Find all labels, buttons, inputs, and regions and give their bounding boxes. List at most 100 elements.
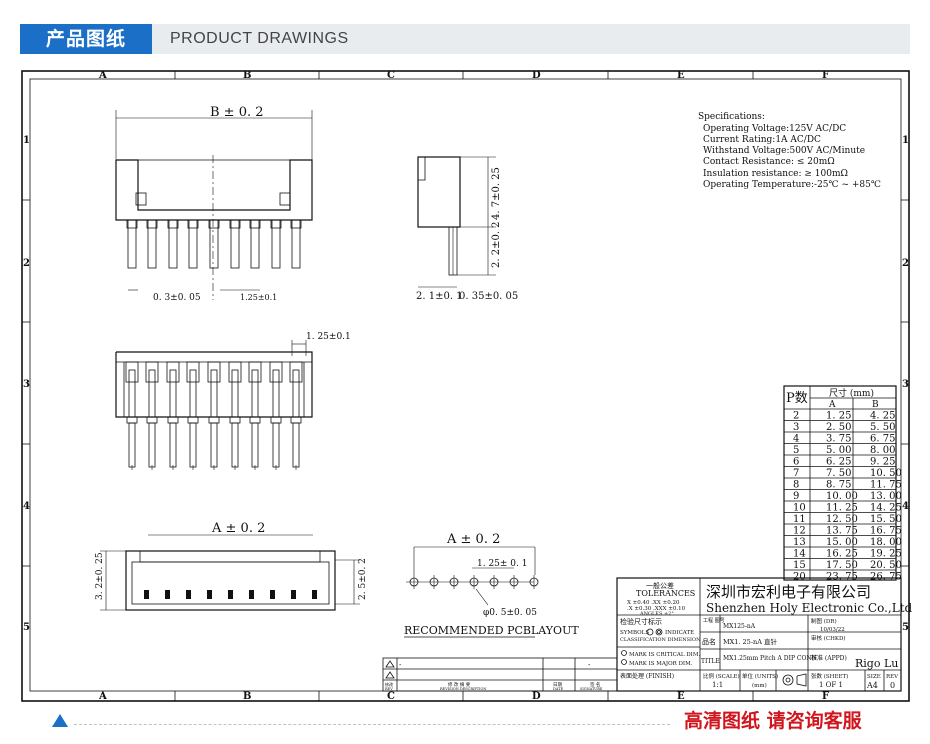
footer-cta[interactable]: 高清图纸 请咨询客服 [684, 710, 862, 732]
spec-line: Withstand Voltage:500V AC/Minute [703, 146, 865, 156]
frame-outer [21, 70, 910, 702]
table-cell: 19. 25 [870, 549, 902, 560]
frame-col-label: A [98, 691, 107, 702]
spec-title: Specifications: [698, 112, 765, 122]
rev-value: 0 [890, 681, 895, 690]
front-pins [125, 361, 303, 470]
date-en: DATE [553, 687, 563, 691]
pname-label: 品名 [702, 637, 716, 646]
front-pin [251, 369, 259, 418]
front-pin [272, 369, 280, 418]
front-pin-shoulder [249, 416, 261, 424]
tol-line: X ±0.40 .XX ±0.20 [627, 600, 680, 606]
dim-mid-pitch: 1. 25±0.1 [306, 332, 351, 342]
spec-line: Contact Resistance: ≤ 20mΩ [703, 157, 835, 167]
revision-en: REVISION DESCRIPTION [440, 687, 486, 691]
checked-label: 审核 (CHKD) [811, 634, 846, 642]
table-cell: 15. 50 [870, 514, 902, 525]
table-cell: 2. 50 [826, 422, 851, 433]
spec-line: Current Rating:1A AC/DC [703, 135, 821, 145]
leader-hole [475, 588, 489, 606]
tol-line: ANGLES ±2° [639, 611, 674, 617]
circle-symbol-icon [646, 628, 654, 636]
side-housing [417, 156, 461, 228]
up-triangle-icon [52, 714, 68, 727]
size-label: SIZE [867, 674, 881, 680]
table-cell: 5. 50 [870, 422, 895, 433]
title-label: TITLE [701, 658, 720, 665]
bottom-pin [207, 590, 212, 599]
bottom-pin [270, 590, 275, 599]
projection-circle-icon [782, 674, 794, 686]
front-pin-tail [148, 422, 156, 468]
dim-pin-pitch: 1.25±0.1 [240, 293, 277, 302]
table-cell: 10. 00 [826, 491, 858, 502]
table-cell: 15 [793, 560, 806, 571]
company-cn: 深圳市宏利电子有限公司 [706, 583, 871, 601]
frame-row-label: 1 [902, 135, 909, 146]
front-pin [169, 369, 177, 418]
sheet-value: 1 OF 1 [819, 681, 843, 689]
table-cell: 16. 25 [826, 549, 858, 560]
front-pin-cavity [186, 361, 200, 383]
front-pin-tail [128, 422, 136, 468]
table-cell: 1. 25 [826, 411, 851, 422]
rev-triangle-icon [385, 671, 395, 679]
dim-top-width: B ± 0. 2 [210, 105, 264, 120]
dim-side-w1: 2. 1±0. 1 [416, 291, 463, 302]
title-value: MX1.25mm Pitch A DIP CONN [723, 655, 817, 662]
indicate-label: INDICATE [665, 630, 694, 636]
frame-ticks [22, 71, 909, 701]
frame-col-label: F [822, 691, 829, 702]
front-pin-shoulder [187, 416, 199, 424]
table-header-p: P数 [786, 391, 808, 406]
table-cell: 5. 00 [826, 445, 851, 456]
front-pin [231, 369, 239, 418]
pcb-layout: A ± 0. 2 1. 25± 0. 1 φ0. 5±0. 05 RECOMME… [404, 532, 579, 638]
bottom-view: A ± 0. 2 3. 2±0. 25 2. 5±0. 2 [95, 521, 368, 611]
front-pin-cavity [289, 361, 303, 383]
frame-col-label: B [243, 691, 251, 702]
footer-divider [74, 724, 670, 725]
top-pin [209, 219, 219, 269]
top-pin [230, 219, 240, 269]
top-pin [188, 219, 198, 269]
frame-row-label: 5 [902, 622, 909, 633]
bottom-pin [228, 590, 233, 599]
title-block-outline [616, 577, 902, 692]
top-pin-shoulder [270, 219, 282, 229]
table-cell: 6. 75 [870, 434, 895, 445]
frame-col-label: E [677, 70, 685, 81]
side-notch [418, 157, 426, 181]
page-header: 产品图纸 PRODUCT DRAWINGS [0, 0, 930, 56]
scale-value: 1:1 [712, 681, 723, 689]
table-cell: 7. 50 [826, 468, 851, 479]
sheet-label: 张数 (SHEET) [811, 672, 848, 680]
partno-value: MX125-nA [723, 623, 756, 630]
dim-pin-width: 0. 3±0. 05 [153, 293, 201, 303]
table-cell: 10. 50 [870, 468, 902, 479]
front-pin-shoulder [208, 416, 220, 424]
frame-col-label: D [532, 691, 541, 702]
front-view: 1. 25±0.1 [115, 332, 351, 470]
top-pin-shoulder [229, 219, 241, 229]
double-circle-inner-icon [657, 630, 661, 634]
frame-col-label: C [387, 70, 395, 81]
bottom-inner [131, 561, 330, 605]
frame-row-label: 2 [902, 258, 909, 269]
table-header-a: A [828, 400, 836, 410]
critical-label: MARK IS CRITICAL DIM. [629, 652, 700, 658]
frame-row-label: 3 [23, 379, 30, 390]
front-pin-shoulder [270, 416, 282, 424]
frame-row-label: 2 [23, 258, 30, 269]
dim-side-w2: 0. 35±0. 05 [459, 291, 518, 302]
table-cell: 11. 75 [870, 480, 902, 491]
appd-label: 核准 (APPD) [811, 654, 847, 662]
front-pin-tail [251, 422, 259, 468]
latch-left [135, 192, 147, 206]
top-pin [250, 219, 260, 269]
front-pin-cavity [248, 361, 262, 383]
header-tag: 产品图纸 [20, 24, 152, 54]
table-cell: 12 [793, 526, 806, 537]
